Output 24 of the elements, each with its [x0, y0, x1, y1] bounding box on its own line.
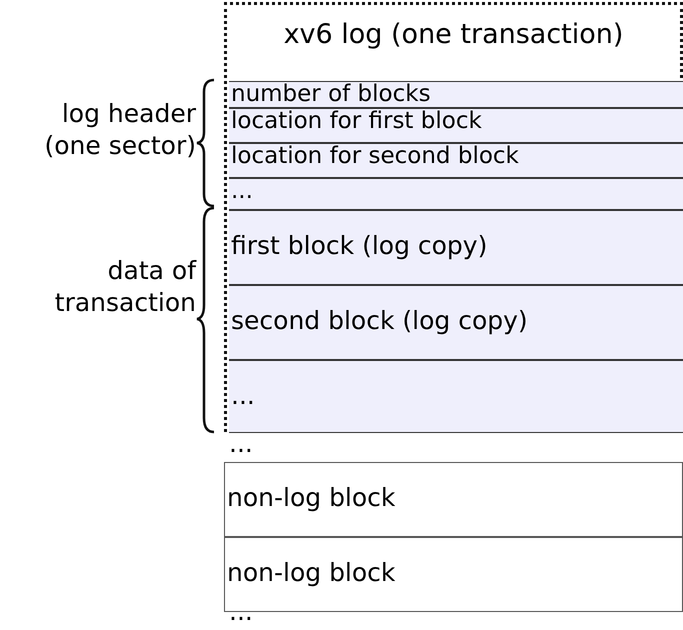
log-block — [229, 108, 683, 143]
block-label: location for second block — [231, 142, 519, 170]
region-title: xv6 log (one transaction) — [282, 18, 624, 52]
log-block — [229, 143, 683, 178]
log-block — [229, 210, 683, 285]
brace-label: data of transaction — [54, 255, 196, 319]
log-region — [224, 2, 683, 432]
block-label: location for first block — [231, 107, 482, 135]
log-block — [229, 360, 683, 433]
ellipsis: ... — [229, 428, 254, 460]
disk-block — [224, 462, 683, 537]
disk-block — [224, 537, 683, 612]
block-label: number of blocks — [231, 80, 431, 108]
block-label: ... — [231, 380, 255, 412]
ellipsis: ... — [229, 596, 254, 628]
log-block — [229, 81, 683, 108]
log-block — [229, 285, 683, 360]
block-label: non-log block — [227, 482, 396, 514]
block-label: second block (log copy) — [231, 305, 528, 337]
brace-label: log header (one sector) — [43, 98, 196, 162]
block-label: non-log block — [227, 557, 396, 589]
block-label: ... — [231, 177, 253, 205]
block-label: first block (log copy) — [231, 230, 488, 262]
log-block — [229, 178, 683, 210]
